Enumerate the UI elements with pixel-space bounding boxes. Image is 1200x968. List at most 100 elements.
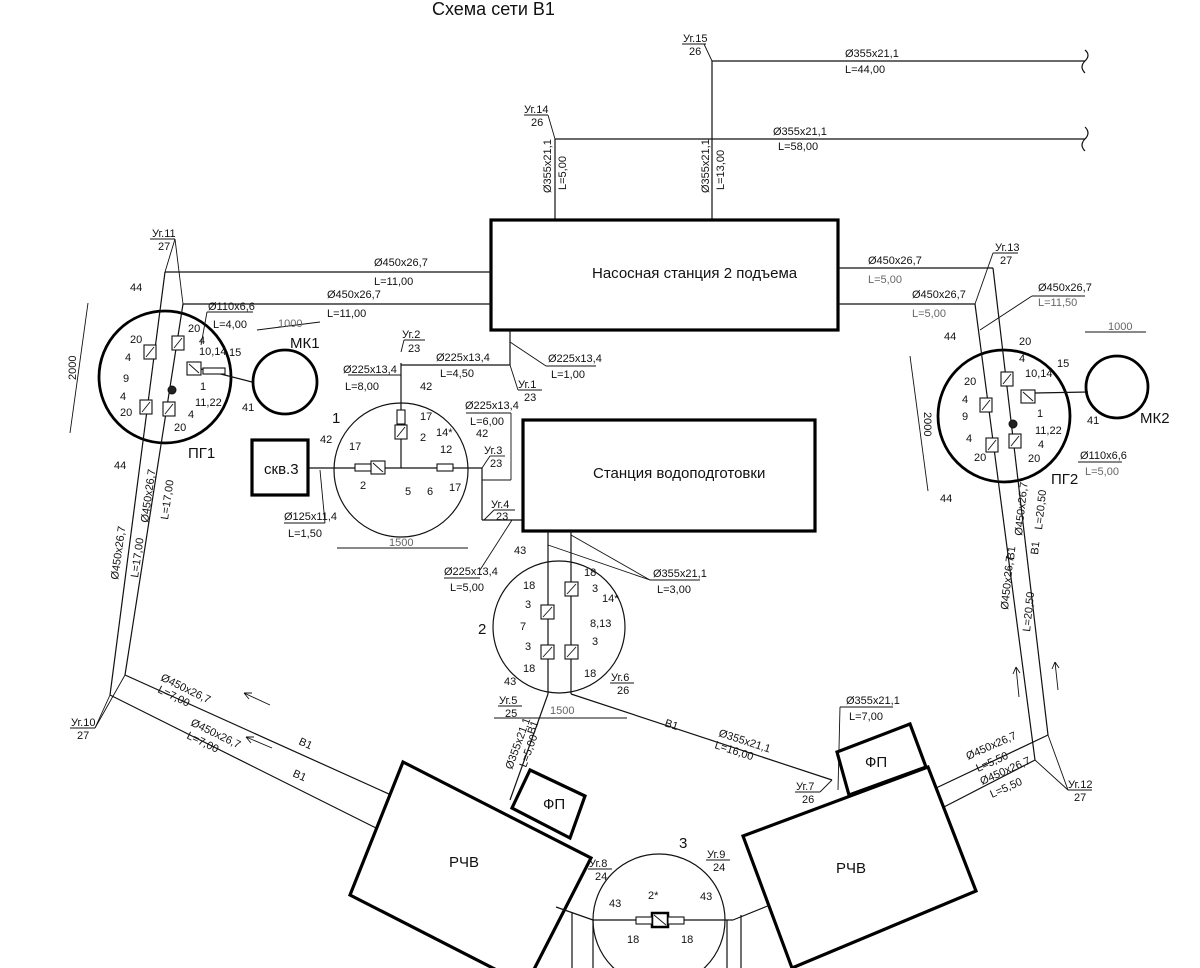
callout: 18 (523, 663, 535, 675)
right-pipes: Ø450x26,7 L=20,50 Ø450x26,7 L=20,50 В1 В… (933, 482, 1092, 809)
pipe-label: L=17,00 (159, 479, 176, 520)
rchv-right-label: РЧВ (836, 860, 866, 877)
callout: 10,14 (199, 346, 227, 358)
callout: 17 (349, 441, 361, 453)
pipe-label: L=20,50 (1033, 489, 1049, 530)
chamber-number: 3 (679, 835, 687, 852)
callout: 20 (120, 407, 132, 419)
callout: 43 (609, 898, 621, 910)
callout: 18 (584, 668, 596, 680)
node-elev: 23 (490, 458, 502, 470)
pipe-label: Ø225x13,4 (548, 353, 602, 365)
dimension-label: 2000 (921, 412, 933, 436)
callout: 10,14 (1025, 368, 1053, 380)
line-code: В1 (297, 736, 314, 752)
pipe-label: L=4,00 (213, 319, 247, 331)
node-elev: 23 (524, 392, 536, 404)
callout: 2* (648, 890, 659, 902)
pipe-label: L=6,00 (470, 416, 504, 428)
pg2-chamber: МК2 1000 ПГ2 Ø110x6,6 L=5,00 2000 44 44 … (909, 267, 1170, 761)
node-label: Уг.13 (995, 242, 1019, 254)
callout: 18 (681, 934, 693, 946)
dimension-label: 2000 (67, 356, 79, 380)
pipe-label: Ø110x6,6 (1080, 450, 1127, 462)
pg2-label: ПГ2 (1051, 471, 1078, 488)
pipe-label: L=5,00 (912, 308, 946, 320)
pipe-label: Ø450x26,7 (139, 468, 158, 523)
callout: 4 (1019, 353, 1025, 365)
pipe-label: L=1,00 (551, 369, 585, 381)
callout: 4 (962, 394, 968, 406)
pump-station-box (489, 218, 840, 332)
node-elev: 23 (496, 511, 508, 523)
node-label: Уг.11 (152, 228, 176, 240)
callout: 14* (602, 593, 619, 605)
pipe-label: Ø355x21,1 (845, 48, 899, 60)
callout: 9 (123, 373, 129, 385)
callout: 2 (360, 480, 366, 492)
pipe-label: L=5,00 (450, 582, 484, 594)
pg1-circle (97, 309, 233, 445)
callout: 3 (592, 583, 598, 595)
pipe-label: Ø110x6,6 (208, 301, 255, 313)
node-label: Уг.8 (589, 858, 607, 870)
well-label: скв.3 (264, 461, 299, 478)
callout: 4 (188, 409, 194, 421)
dimension-label: 1500 (550, 705, 574, 717)
callout: 4 (1038, 439, 1044, 451)
pipe-label: Ø225x13,4 (343, 364, 397, 376)
callout: 6 (427, 486, 433, 498)
callout: 2 (420, 432, 426, 444)
callout: 43 (504, 676, 516, 688)
flow-arrow-icon (1051, 661, 1060, 691)
flow-arrow-icon (1012, 666, 1021, 698)
pipe-label: L=44,00 (845, 64, 885, 76)
break-symbol (1081, 49, 1089, 74)
callout: 15 (229, 347, 241, 359)
pipe-label: Ø450x26,7 (1038, 282, 1092, 294)
pipe-label: Ø450x26,7 (868, 255, 922, 267)
node-label: Уг.10 (71, 717, 95, 729)
callout: 8,13 (590, 618, 611, 630)
node-elev: 27 (158, 241, 170, 253)
callout: 20 (974, 452, 986, 464)
pipe-label: L=8,00 (345, 381, 379, 393)
node-label: Уг.9 (707, 849, 725, 861)
dimension-label: 1000 (1108, 321, 1132, 333)
fp-left-label: ФП (543, 796, 565, 813)
callout: 44 (944, 331, 956, 343)
callout: 4 (966, 433, 972, 445)
callout: 42 (420, 381, 432, 393)
pipe-label: L=11,00 (374, 276, 413, 288)
scheme-title: Схема сети В1 (432, 0, 555, 19)
callout: 42 (476, 428, 488, 440)
callout: 14* (436, 427, 453, 439)
line-code: В1 (663, 717, 680, 733)
node-elev: 23 (408, 343, 420, 355)
treatment-station: Станция водоподготовки (521, 418, 817, 533)
callout: 11,22 (1035, 425, 1062, 437)
node-elev: 26 (802, 794, 814, 806)
node-label: Уг.15 (683, 33, 707, 45)
node-elev: 26 (531, 117, 543, 129)
callout: 1 (1037, 408, 1043, 420)
pipe-label: Ø450x26,7 (327, 289, 381, 301)
callout: 12 (440, 444, 452, 456)
pump-station-label: Насосная станция 2 подъема (592, 265, 798, 282)
fp-right-label: ФП (865, 754, 887, 771)
node-elev: 24 (713, 862, 725, 874)
pipe-label: Ø355x21,1 (846, 695, 900, 707)
chamber-number: 2 (478, 621, 486, 638)
pipe-label: L=17,00 (129, 537, 146, 578)
callout: 4 (120, 391, 126, 403)
flow-arrow-icon (243, 692, 271, 706)
callout: 41 (242, 402, 254, 414)
callout: 4 (125, 352, 131, 364)
pipe-label: L=3,00 (657, 584, 691, 596)
ns-right-pipes: Ø450x26,7 L=5,00 Ø450x26,7 L=5,00 Ø450x2… (838, 242, 1092, 331)
node-label: Уг.3 (484, 445, 502, 457)
break-symbol (1081, 126, 1089, 152)
pipe-label: L=11,50 (1038, 297, 1077, 309)
chamber-1: 1 Ø225x13,4 L=8,00 Ø225x13,4 L=4,50 Ø225… (284, 329, 602, 594)
